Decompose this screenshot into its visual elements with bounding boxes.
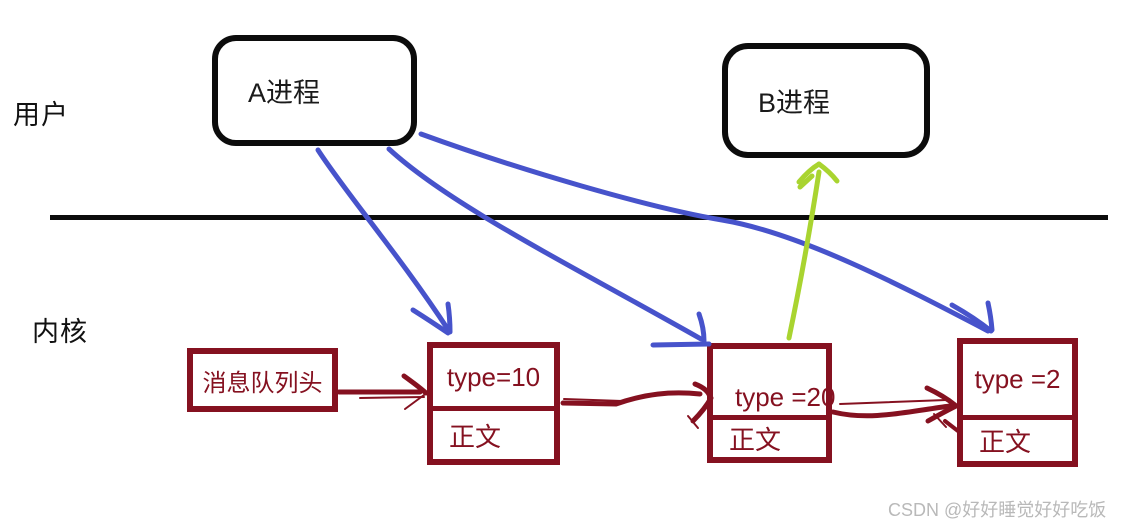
queue-node-2: type =20 正文 (707, 343, 836, 463)
process-b-label: B进程 (758, 88, 831, 118)
send-arrow-a-to-node2 (386, 146, 712, 348)
queue-node-1-type: type=10 (446, 361, 541, 392)
process-a-label: A进程 (248, 78, 321, 108)
queue-node-2-type: type =20 (735, 382, 836, 412)
kernel-space-label: 内核 (32, 317, 88, 347)
queue-node-1-body: 正文 (449, 421, 502, 452)
send-arrow-a-to-node1 (315, 147, 453, 336)
process-a-box: A进程 (212, 35, 417, 146)
message-queue-head-label: 消息队列头 (202, 369, 323, 397)
queue-node-3: type =2 正文 (957, 338, 1078, 467)
send-arrow-a-to-node3 (418, 131, 995, 334)
queue-node-3-body: 正文 (979, 427, 1032, 457)
queue-node-1: type=10 正文 (427, 342, 560, 465)
link-arrow-node1-to-node2 (560, 381, 714, 429)
user-space-label: 用户 (13, 100, 69, 130)
link-arrow-node2-to-node3 (830, 385, 960, 433)
message-queue-head-box: 消息队列头 (187, 348, 338, 412)
queue-node-1-split-line (433, 406, 554, 411)
queue-node-3-type: type =2 (974, 364, 1061, 394)
queue-node-3-split-line (963, 415, 1072, 420)
user-kernel-divider-line (50, 215, 1108, 220)
queue-node-2-body: 正文 (729, 425, 782, 455)
process-b-box: B进程 (722, 43, 930, 158)
queue-node-2-split-line (713, 415, 826, 420)
link-arrow-head-to-node1 (336, 373, 429, 410)
receive-arrow-node2-to-b (786, 161, 840, 341)
csdn-watermark: CSDN @好好睡觉好好吃饭 (888, 500, 1107, 520)
